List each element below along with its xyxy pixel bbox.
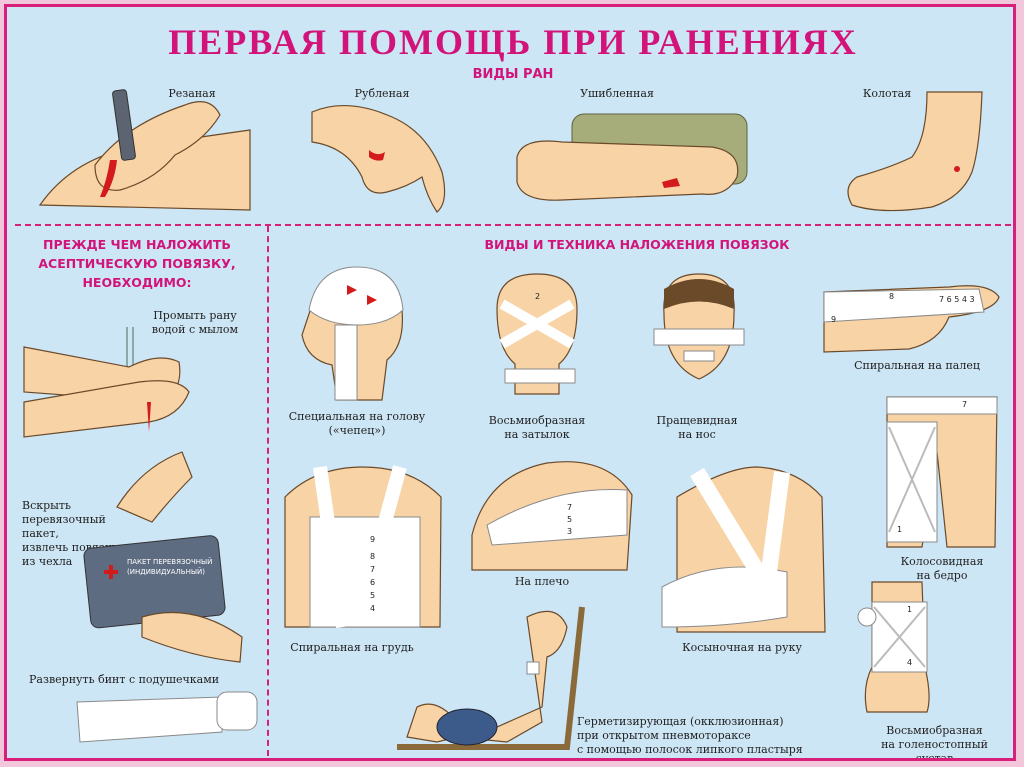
shoulder-bandage-caption: На плечо — [514, 575, 570, 588]
heading-line: АСЕПТИЧЕСКУЮ ПОВЯЗКУ, — [38, 256, 236, 271]
caption-line: Пращевидная — [656, 414, 738, 427]
nose-bandage-illustration — [653, 273, 745, 380]
before-bandage-heading: ПРЕЖДЕ ЧЕМ НАЛОЖИТЬ АСЕПТИЧЕСКУЮ ПОВЯЗКУ… — [22, 235, 252, 292]
cut-wound-illustration — [38, 89, 251, 211]
svg-text:8: 8 — [889, 292, 894, 301]
unrolled-bandage-illustration — [76, 691, 258, 743]
thigh-bandage-caption: Колосовидная на бедро — [877, 555, 1007, 583]
caption-line: Восьмиобразная — [488, 414, 586, 427]
horizontal-divider — [15, 224, 1011, 226]
caption-line: Восьмиобразная — [886, 724, 983, 737]
caption-line: на затылок — [504, 428, 570, 441]
svg-text:7: 7 — [962, 400, 967, 409]
vertical-divider — [267, 226, 269, 756]
shoulder-bandage-illustration: 7 5 3 — [471, 461, 633, 571]
head-cap-caption: Специальная на голову («чепец») — [277, 410, 437, 438]
package-label: ПАКЕТ ПЕРЕВЯЗОЧНЫЙ — [127, 557, 212, 566]
wound-label-stab: Колотая — [862, 87, 912, 100]
nape-bandage-illustration: 2 — [496, 273, 578, 395]
svg-text:6: 6 — [370, 578, 375, 587]
step-wash-caption: Промыть рану водой с мылом — [145, 309, 245, 337]
caption-line: пакет, — [22, 527, 59, 540]
caption-line: при открытом пневмотораксе — [577, 729, 751, 742]
wound-types-heading: ВИДЫ РАН — [472, 67, 554, 82]
page-title: ПЕРВАЯ ПОМОЩЬ ПРИ РАНЕНИЯХ — [168, 22, 858, 62]
pneumothorax-caption: Герметизирующая (окклюзионная) при откры… — [577, 715, 807, 757]
caption-line: из чехла — [22, 555, 73, 568]
bandages-heading: ВИДЫ И ТЕХНИКА НАЛОЖЕНИЯ ПОВЯЗОК — [484, 237, 790, 252]
svg-text:9: 9 — [370, 535, 375, 544]
wound-label-bruise: Ушибленная — [580, 87, 654, 100]
svg-text:4: 4 — [907, 658, 912, 667]
svg-text:7: 7 — [567, 503, 572, 512]
head-cap-illustration — [301, 266, 404, 401]
svg-text:8: 8 — [370, 552, 375, 561]
pneumothorax-illustration — [397, 606, 585, 750]
bruise-wound-illustration — [516, 113, 748, 201]
washing-hands-illustration — [23, 327, 190, 438]
caption-line: перевязочный — [22, 513, 106, 526]
caption-line: на голеностопный сустав — [881, 738, 988, 761]
finger-bandage-caption: Спиральная на палец — [854, 359, 980, 372]
opening-package-illustration: ПАКЕТ ПЕРЕВЯЗОЧНЫЙ (ИНДИВИДУАЛЬНЫЙ) — [83, 451, 243, 663]
caption-line: Вскрыть — [22, 499, 71, 512]
step-unroll-caption: Развернуть бинт с подушечками — [29, 673, 220, 686]
ankle-bandage-illustration: 1 4 — [857, 581, 930, 713]
caption-line: («чепец») — [328, 424, 386, 437]
caption-line: Герметизирующая (окклюзионная) — [577, 715, 784, 728]
svg-text:3: 3 — [567, 527, 572, 536]
ankle-bandage-caption: Восьмиобразная на голеностопный сустав — [862, 724, 1007, 761]
wound-label-cut: Резаная — [168, 87, 216, 100]
caption-line: водой с мылом — [151, 323, 239, 336]
svg-text:2: 2 — [535, 292, 540, 301]
stab-wound-illustration — [847, 91, 983, 212]
chest-bandage-caption: Спиральная на грудь — [290, 641, 414, 654]
heading-line: ПРЕЖДЕ ЧЕМ НАЛОЖИТЬ — [43, 237, 231, 252]
caption-line: Колосовидная — [900, 555, 984, 568]
arm-sling-caption: Косыночная на руку — [682, 641, 802, 654]
svg-text:5: 5 — [567, 515, 572, 524]
caption-line: с помощью полосок липкого пластыря — [577, 743, 803, 756]
poster: ПЕРВАЯ ПОМОЩЬ ПРИ РАНЕНИЯХ ВИДЫ РАН Реза… — [4, 4, 1016, 761]
nose-bandage-caption: Пращевидная на нос — [627, 414, 767, 442]
caption-line: Промыть рану — [153, 309, 237, 322]
chest-bandage-illustration: 9 8 7 6 5 4 — [284, 465, 442, 628]
chop-wound-illustration — [311, 105, 446, 213]
caption-line: на бедро — [916, 569, 968, 582]
svg-text:7: 7 — [370, 565, 375, 574]
svg-text:7 6 5 4 3: 7 6 5 4 3 — [939, 295, 975, 304]
heading-line: НЕОБХОДИМО: — [82, 275, 192, 290]
finger-bandage-illustration: 8 7 6 5 4 3 9 — [823, 285, 1000, 353]
thigh-bandage-illustration: 7 1 — [886, 396, 998, 548]
svg-text:1: 1 — [897, 525, 902, 534]
svg-text:5: 5 — [370, 591, 375, 600]
caption-line: на нос — [678, 428, 716, 441]
arm-sling-illustration — [661, 466, 826, 633]
caption-line: Специальная на голову — [288, 410, 426, 423]
nape-bandage-caption: Восьмиобразная на затылок — [462, 414, 612, 442]
package-label: (ИНДИВИДУАЛЬНЫЙ) — [127, 567, 205, 576]
svg-text:4: 4 — [370, 604, 375, 613]
svg-text:1: 1 — [907, 605, 912, 614]
svg-text:9: 9 — [831, 315, 836, 324]
wound-label-chop: Рубленая — [354, 87, 410, 100]
step-open-caption: Вскрыть перевязочный пакет, извлечь повя… — [22, 499, 122, 569]
